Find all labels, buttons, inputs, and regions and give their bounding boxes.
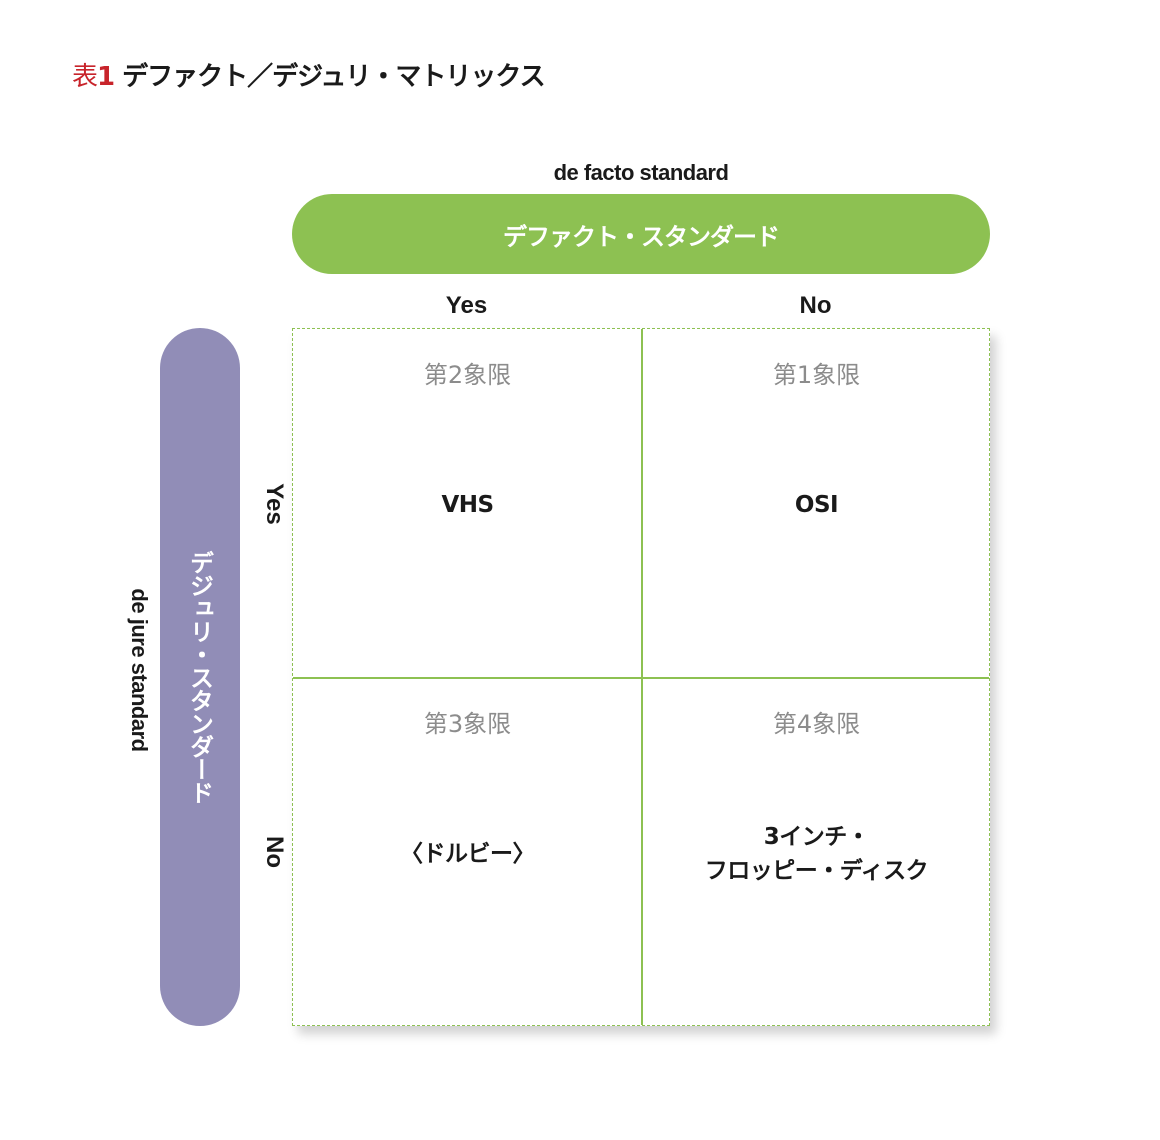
matrix-cell-quadrant-1: 第1象限 OSI [642, 329, 991, 678]
left-axis-pill: デジュリ・スタンダード [160, 328, 240, 1026]
figure-label: 表1 [72, 62, 115, 92]
grid-horizontal-divider [293, 677, 989, 679]
column-header-no: No [799, 292, 832, 319]
cell-value-line: VHS [441, 492, 494, 518]
matrix-grid: 第2象限 VHS 第1象限 OSI 第3象限 〈ドルビー〉 第4象限 3インチ・… [292, 328, 990, 1026]
cell-value: 〈ドルビー〉 [293, 837, 642, 871]
matrix-cell-quadrant-2: 第2象限 VHS [293, 329, 642, 678]
matrix-cell-quadrant-3: 第3象限 〈ドルビー〉 [293, 678, 642, 1027]
matrix-cell-quadrant-4: 第4象限 3インチ・ フロッピー・ディスク [642, 678, 991, 1027]
quadrant-label: 第3象限 [423, 710, 512, 738]
cell-value-line: OSI [794, 492, 839, 518]
left-axis-english-label: de jure standard [127, 588, 152, 752]
top-axis-english-label: de facto standard [553, 160, 729, 185]
left-axis-japanese-label: デジュリ・スタンダード [185, 550, 214, 804]
cell-value: OSI [642, 488, 991, 522]
quadrant-label: 第1象限 [772, 361, 861, 389]
row-header-no: No [261, 836, 288, 868]
row-header-yes: Yes [261, 483, 288, 525]
top-axis-pill: デファクト・スタンダード [292, 194, 990, 274]
figure-title: 表1 デファクト／デジュリ・マトリックス [72, 56, 546, 93]
cell-value: 3インチ・ フロッピー・ディスク [642, 820, 991, 888]
quadrant-label: 第2象限 [423, 361, 512, 389]
column-header-yes: Yes [445, 292, 488, 319]
cell-value-line: 〈ドルビー〉 [400, 841, 536, 867]
figure-title-text: デファクト／デジュリ・マトリックス [122, 62, 545, 92]
cell-value-line: フロッピー・ディスク [704, 858, 929, 884]
cell-value-line: 3インチ・ [763, 824, 870, 850]
cell-value: VHS [293, 488, 642, 522]
quadrant-label: 第4象限 [772, 710, 861, 738]
top-axis-japanese-label: デファクト・スタンダード [503, 222, 780, 251]
